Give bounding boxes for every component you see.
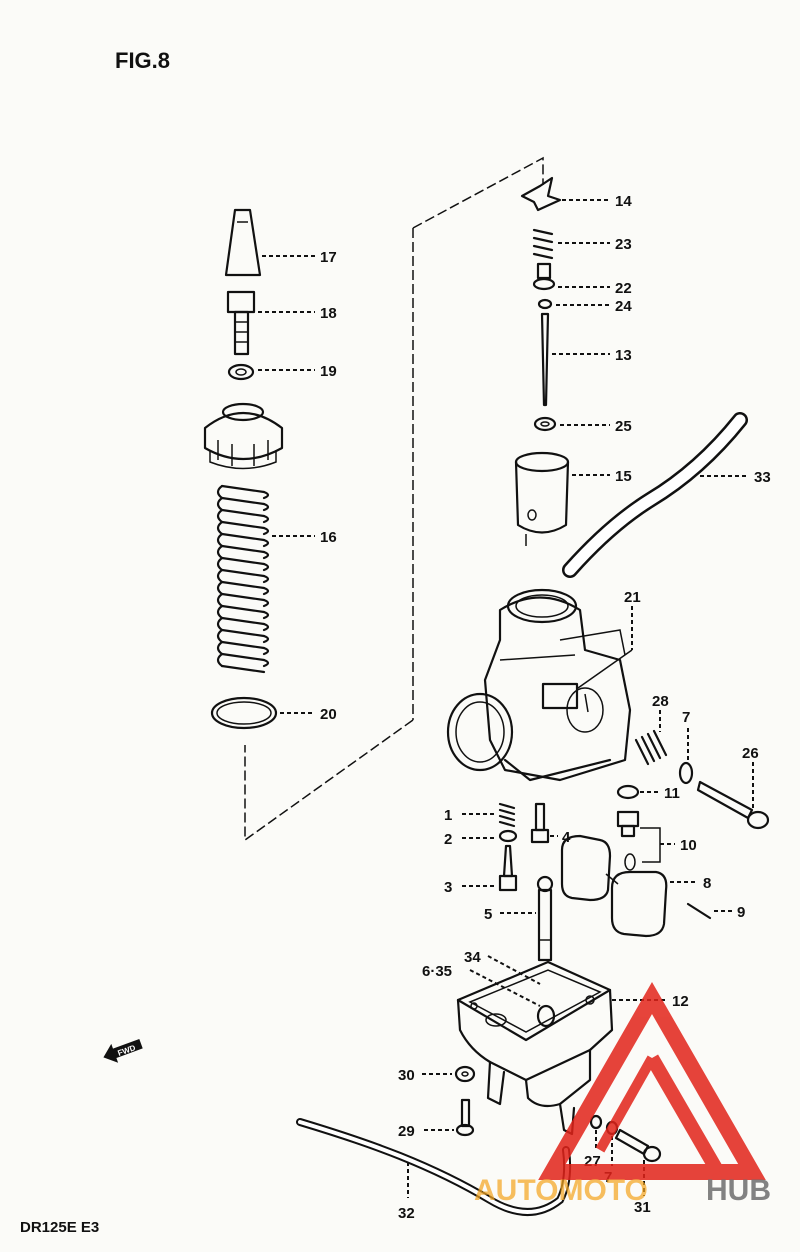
part-10-plug: [616, 810, 640, 871]
callout-14: 14: [615, 193, 632, 210]
callout-8: 8: [703, 875, 711, 892]
part-33-hose: [562, 412, 748, 578]
callout-18: 18: [320, 305, 337, 322]
callout-19: 19: [320, 363, 337, 380]
callout-13: 13: [615, 347, 632, 364]
fwd-arrow-icon: FWD: [103, 1039, 143, 1063]
part-7-o-ring-upper: [678, 761, 694, 785]
part-18-adjuster: [226, 290, 256, 356]
callout-7-upper: 7: [682, 709, 690, 726]
part-25-washer: [533, 416, 557, 432]
watermark-text-hub: HUB: [706, 1174, 771, 1207]
part-1-spring: [498, 802, 516, 828]
callout-30: 30: [398, 1067, 415, 1084]
part-26-pilot-screw: [696, 780, 770, 830]
part-4-pilot-jet: [530, 802, 550, 844]
watermark-text-automoto: AUTOMOTO: [474, 1174, 648, 1207]
callout-11: 11: [664, 785, 680, 802]
part-24-clip: [537, 298, 553, 310]
callout-2: 2: [444, 831, 452, 848]
part-22-retainer: [532, 262, 556, 291]
callout-25: 25: [615, 418, 632, 435]
part-11-o-ring: [616, 784, 640, 800]
part-14-plate: [520, 176, 562, 212]
callout-10: 10: [680, 837, 697, 854]
callout-6-35: 6·35: [422, 963, 452, 980]
carburetor-body: [446, 588, 632, 782]
callout-22: 22: [615, 280, 632, 297]
part-9-float-pin: [686, 902, 712, 920]
callout-20: 20: [320, 706, 337, 723]
part-5-needle-jet: [536, 875, 554, 962]
callout-12: 12: [672, 993, 689, 1010]
part-30-nut: [454, 1065, 476, 1083]
part-28-pilot-screw-spring: [634, 729, 668, 766]
part-17-rubber-cap: [224, 208, 262, 277]
part-29-screw: [455, 1098, 475, 1137]
carburetor-top-cap: [203, 402, 284, 470]
callout-9: 9: [737, 904, 745, 921]
part-27-o-ring: [589, 1114, 603, 1130]
part-13-jet-needle: [540, 312, 550, 407]
part-12-float-chamber: [456, 960, 614, 1136]
part-19-nut: [227, 363, 255, 381]
callout-33: 33: [754, 469, 771, 486]
callout-28: 28: [652, 693, 669, 710]
part-15-throttle-valve: [514, 451, 570, 546]
part-32-drain-hose: [296, 1118, 572, 1216]
callout-32: 32: [398, 1205, 415, 1222]
callout-3: 3: [444, 879, 452, 896]
assembly-outline: [244, 156, 544, 842]
callout-5: 5: [484, 906, 492, 923]
figure-title: FIG.8: [115, 48, 170, 73]
callout-16: 16: [320, 529, 337, 546]
callout-21: 21: [624, 589, 641, 606]
callout-31: 31: [634, 1199, 651, 1216]
callout-17: 17: [320, 249, 337, 266]
part-8-float: [560, 834, 668, 938]
fwd-label: FWD: [116, 1043, 136, 1058]
part-2-washer: [498, 829, 518, 843]
callout-26: 26: [742, 745, 759, 762]
callout-1: 1: [444, 807, 452, 824]
callout-29: 29: [398, 1123, 415, 1140]
part-16-throttle-spring: [216, 484, 270, 674]
callout-34: 34: [464, 949, 481, 966]
part-23-spring: [532, 228, 554, 260]
part-31-drain-screw: [614, 1128, 662, 1163]
model-code: DR125E E3: [20, 1219, 99, 1236]
part-3-air-screw: [498, 844, 518, 892]
part-20-o-ring: [210, 696, 278, 730]
callout-24: 24: [615, 298, 632, 315]
callout-4: 4: [562, 829, 571, 846]
watermark-logo: AUTOMOTO HUB: [474, 981, 771, 1207]
callout-15: 15: [615, 468, 632, 485]
callout-23: 23: [615, 236, 632, 253]
